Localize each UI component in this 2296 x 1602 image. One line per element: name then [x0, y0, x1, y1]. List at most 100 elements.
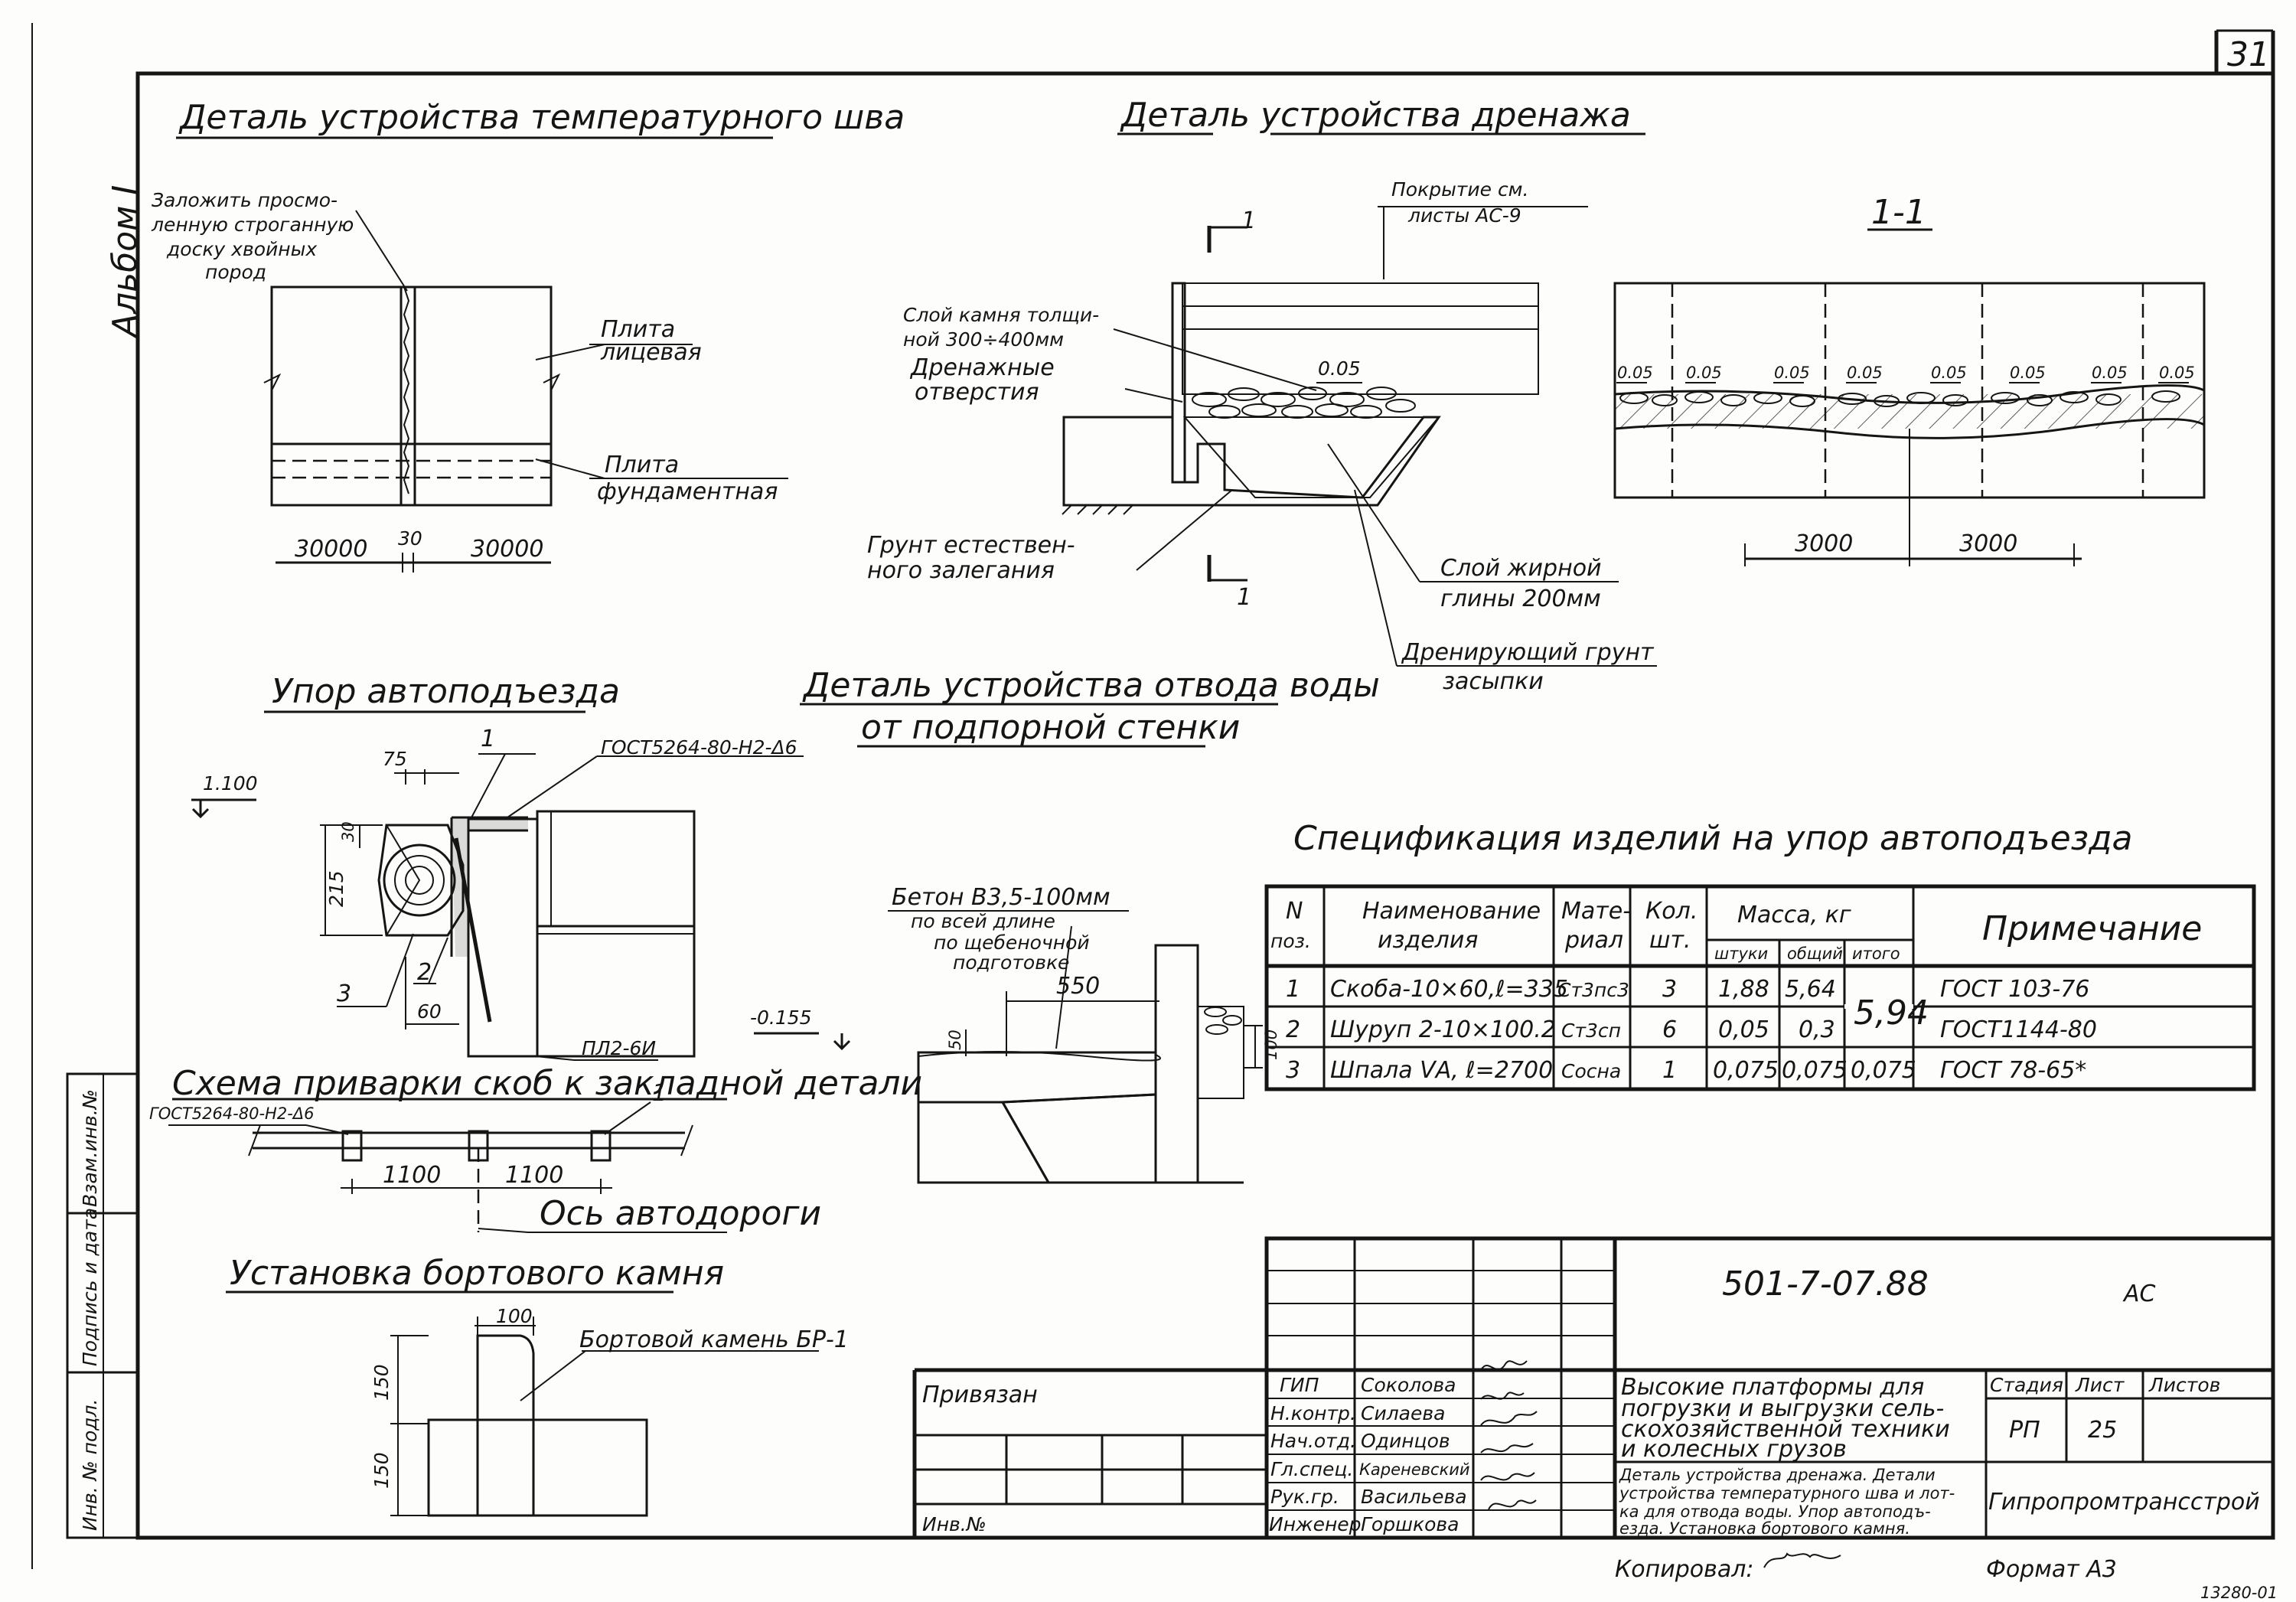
water-title-1: Деталь устройства отвода воды	[802, 666, 1380, 705]
section-11-title: 1-1	[1871, 193, 1926, 232]
curb-dim-150a: 150	[370, 1364, 393, 1401]
tb-role-2: Н.контр.	[1270, 1402, 1356, 1424]
drain-holes-1: Дренажные	[909, 354, 1055, 381]
tb-role-1: ГИП	[1280, 1374, 1319, 1396]
spec-row-3-qty: 1	[1662, 1057, 1677, 1084]
tb-sheet-title-1: Деталь устройства дренажа. Детали	[1619, 1466, 1936, 1484]
stop-level-bottom: -0.155	[750, 1007, 812, 1029]
spec-h-qty-1: Кол.	[1645, 898, 1698, 925]
spec-row-1-name: Скоба-10×60,ℓ=335	[1330, 976, 1568, 1003]
joint-dim-mid: 30	[398, 527, 422, 550]
drain-stone-1: Слой камня толщи-	[903, 304, 1099, 326]
stop-gost: ГОСТ5264-80-Н2-Δ6	[601, 736, 797, 759]
joint-dim-left: 30000	[295, 536, 367, 563]
stop-level-top: 1.100	[203, 772, 258, 794]
water-concrete-4: подготовке	[953, 951, 1069, 974]
curb-label: Бортовой камень БР-1	[579, 1326, 849, 1353]
section-level-7: 0.05	[2092, 364, 2128, 382]
section-dim-a: 3000	[1795, 530, 1853, 557]
stamp-inv-orig: Инв. № подл.	[79, 1399, 101, 1531]
stamp-vzam-inv: Взам.инв.№	[79, 1089, 101, 1207]
tb-h-stage: Стадия	[1990, 1374, 2063, 1396]
drain-title: Деталь устройства дренажа	[1120, 96, 1631, 135]
joint-plate-found-1: Плита	[605, 452, 679, 478]
joint-note-4: пород	[205, 261, 266, 283]
drain-level: 0.05	[1318, 357, 1361, 380]
sheet-frame	[31, 23, 2275, 1569]
stop-dim-215: 215	[325, 870, 347, 907]
tb-role-6: Инженер	[1269, 1513, 1362, 1535]
tb-stage: РП	[2009, 1417, 2040, 1444]
spec-row-1-unit: 1,88	[1718, 976, 1769, 1003]
stop-title: Упор автоподъезда	[272, 672, 620, 711]
section-level-8: 0.05	[2159, 364, 2195, 382]
stop-pos-1: 1	[481, 726, 495, 752]
stop-detail-drawing	[191, 710, 851, 1061]
spec-row-2-mat: Ст3сп	[1561, 1020, 1621, 1042]
section-level-4: 0.05	[1847, 364, 1883, 382]
water-concrete-2: по всей длине	[911, 910, 1055, 932]
water-dim-550: 550	[1056, 973, 1100, 1000]
spec-table-grid	[1264, 884, 2256, 1091]
tb-name-4: Кареневский	[1359, 1460, 1470, 1479]
spec-h-total: общий	[1787, 945, 1843, 963]
spec-row-1-note: ГОСТ 103-76	[1940, 976, 2089, 1003]
spec-row-1-no: 1	[1286, 976, 1300, 1003]
joint-note-1: Заложить просмо-	[152, 189, 338, 211]
section-11-drawing	[1613, 228, 2206, 566]
spec-row-1-qty: 3	[1662, 976, 1677, 1003]
title-block-grid	[912, 1236, 2275, 1540]
tb-name-6: Горшкова	[1361, 1513, 1459, 1535]
joint-dim-right: 30000	[471, 536, 543, 563]
drain-cover-2: листы АС-9	[1407, 204, 1521, 227]
tb-project-2: погрузки и выгрузки сель-	[1621, 1395, 1944, 1422]
copied-by-signature	[1763, 1552, 1841, 1568]
stop-dim-30: 30	[339, 821, 357, 842]
spec-row-3-no: 3	[1286, 1057, 1300, 1084]
tb-name-2: Силаева	[1361, 1402, 1445, 1424]
water-dim-50: 50	[946, 1029, 964, 1050]
spec-sum-3: 0,075	[1851, 1057, 1916, 1084]
spec-row-2-no: 2	[1286, 1016, 1300, 1043]
drain-section-mark-bottom: 1	[1237, 584, 1251, 611]
spec-row-2-total: 0,3	[1799, 1016, 1835, 1043]
water-detail-drawing	[800, 703, 1278, 1184]
joint-title: Деталь устройства температурного шва	[178, 98, 905, 137]
tb-project-3: скохозяйственной техники	[1621, 1416, 1950, 1443]
spec-row-2-note: ГОСТ1144-80	[1940, 1016, 2097, 1043]
weld-title: Схема приварки скоб к закладной детали	[172, 1064, 922, 1103]
spec-row-3-mat: Сосна	[1561, 1060, 1621, 1082]
joint-note-2: ленную строганную	[151, 214, 354, 236]
weld-gost: ГОСТ5264-80-Н2-Δ6	[149, 1104, 315, 1123]
spec-sum-12: 5,94	[1854, 994, 1929, 1033]
spec-row-1-mat: Ст3пс3	[1557, 979, 1629, 1001]
joint-plate-found-2: фундаментная	[597, 478, 778, 505]
stop-dim-75: 75	[383, 748, 407, 770]
curb-dim-100: 100	[496, 1305, 533, 1327]
drain-ground-2: ного залегания	[867, 557, 1055, 584]
stop-plate-mark: ПЛ2-6И	[582, 1037, 656, 1059]
water-title-2: от подпорной стенки	[861, 708, 1240, 747]
spec-h-no-2: поз.	[1270, 930, 1311, 952]
spec-row-3-name: Шпала ⅤА, ℓ=2700	[1330, 1057, 1553, 1084]
joint-plate-face-1: Плита	[601, 316, 675, 343]
drain-fill-2: засыпки	[1443, 668, 1544, 695]
spec-row-3-unit: 0,075	[1713, 1057, 1779, 1084]
tb-role-3: Нач.отд.	[1270, 1430, 1356, 1452]
tb-role-4: Гл.спец.	[1270, 1458, 1353, 1480]
drain-ground-1: Грунт естествен-	[867, 532, 1075, 559]
weld-pos: 1	[652, 1080, 667, 1107]
spec-h-name-2: изделия	[1378, 927, 1478, 954]
stop-pos-3: 3	[337, 980, 351, 1007]
spec-row-2-name: Шуруп 2-10×100.2	[1330, 1016, 1556, 1043]
spec-h-sum: итого	[1852, 945, 1900, 963]
stop-pos-2: 2	[417, 959, 432, 986]
spec-h-name-1: Наименование	[1362, 898, 1541, 925]
curb-dim-150b: 150	[370, 1452, 393, 1489]
tb-sheet-title-4: езда. Установка бортового камня.	[1619, 1519, 1910, 1538]
spec-h-qty-2: шт.	[1649, 927, 1691, 954]
drain-detail-drawing	[1062, 132, 1657, 667]
tb-name-5: Васильева	[1361, 1486, 1467, 1508]
spec-h-no-1: N	[1286, 898, 1303, 925]
spec-row-3-total: 0,075	[1782, 1057, 1848, 1084]
